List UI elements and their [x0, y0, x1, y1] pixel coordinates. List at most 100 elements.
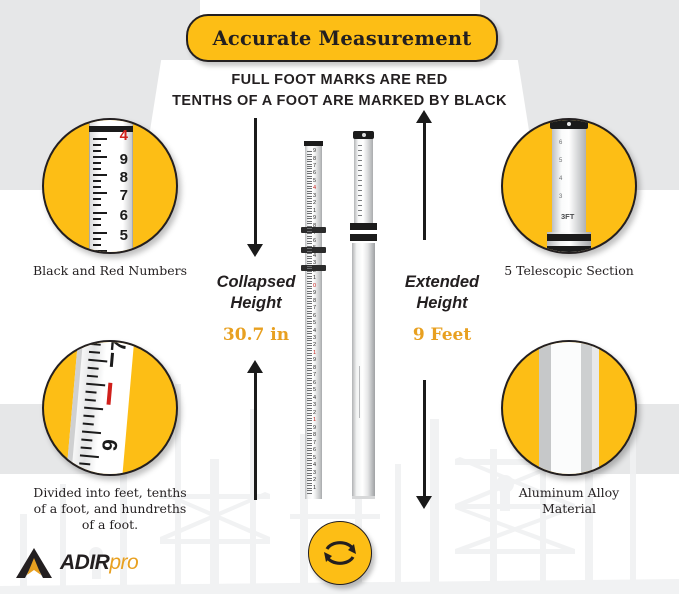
rod-scale-number: 6 [313, 379, 317, 386]
rod-scale-number: 7 [313, 230, 317, 237]
rod-scale-number: 8 [313, 155, 317, 162]
rod-scale-number: 7 [313, 163, 317, 169]
rod-scale-number: 3 [313, 469, 317, 476]
rod-scale-number: 6 [313, 447, 317, 454]
rod-scale-tick [307, 407, 312, 409]
rod-scale-tick [307, 465, 312, 467]
rod-scale-tick [307, 395, 312, 397]
rod-scale-tick [307, 213, 312, 215]
rod-scale-tick [307, 372, 312, 374]
rod-scale-tick [307, 477, 312, 479]
rod-scale-number: 1 [313, 349, 317, 356]
rod-scale-number: 9 [313, 424, 317, 431]
rod-clamp [301, 247, 326, 253]
rod-collar [350, 234, 377, 241]
rod-scale-number: 3 [313, 192, 317, 199]
rod-scale-number: 0 [313, 282, 317, 289]
rod-scale-tick [307, 258, 312, 260]
feature-telescopic-sections: 6 5 4 3 3FT 5 Telescopic Section [469, 118, 669, 279]
rod-scale-tick [307, 285, 312, 287]
rod-scale-tick [307, 175, 312, 177]
rod-scale-tick [307, 253, 312, 255]
rod-scale-tick [307, 265, 312, 267]
rod-scale-tick [307, 335, 312, 337]
rod-scale-tick [307, 492, 312, 494]
rod-scale-tick [358, 215, 362, 216]
rod-scale-tick [307, 352, 312, 354]
arrow-down-icon [414, 380, 434, 510]
rod-scale-tick [358, 185, 362, 186]
rod-scale-tick [358, 180, 362, 181]
rod-scale-tick [307, 193, 312, 195]
rod-scale-tick [307, 238, 312, 240]
ruler-number: 9 [98, 438, 123, 453]
rod-scale-tick [358, 190, 362, 191]
rod-scale-tick [307, 462, 312, 464]
rod-scale-number: 5 [313, 387, 317, 394]
subtitle-line-1: FULL FOOT MARKS ARE RED [231, 72, 448, 88]
rod-scale-tick [307, 417, 312, 419]
caption-line: of a foot. [81, 517, 139, 532]
rod-scale-number: 4 [313, 394, 317, 401]
rod-scale-tick [307, 223, 312, 225]
ruler-closeup-numbers: 4 9 8 7 6 5 [89, 120, 133, 252]
rod-scale-tick [307, 183, 312, 185]
brand-logo: ADIRpro [14, 546, 139, 580]
rod-scale-tick [307, 290, 312, 292]
rod-scale-tick [307, 300, 312, 302]
feature-caption: Black and Red Numbers [10, 263, 210, 279]
rod-scale-tick [307, 240, 312, 242]
rod-scale-tick [307, 490, 312, 491]
rod-scale-tick [307, 170, 312, 172]
rod-scale-number: 3 [313, 335, 317, 341]
rod-scale-number: 8 [313, 364, 317, 371]
rod-scale-tick [307, 355, 312, 357]
rod-scale-tick [358, 175, 362, 176]
rod-scale-tick [307, 310, 312, 312]
rod-scale-tick [307, 362, 312, 364]
rod-scale-tick [307, 305, 312, 307]
value-collapsed-height: 30.7 in [222, 325, 290, 345]
rod-scale-tick [307, 482, 312, 484]
rod-scale-tick [307, 233, 312, 235]
rod-scale-number: 6 [313, 170, 317, 177]
rod-scale-tick [307, 280, 312, 282]
rod-scale-tick [358, 195, 362, 196]
rod-scale-tick [307, 402, 312, 404]
label-line: Height [230, 294, 282, 312]
caption-line: Material [541, 501, 597, 516]
rod-scale-number: 8 [313, 222, 317, 229]
rod-scale-tick [358, 205, 362, 206]
red-foot-mark [106, 382, 113, 405]
value-extended-height: 9 Feet [412, 325, 472, 345]
telescopic-rod-closeup: 6 5 4 3 3FT [547, 120, 591, 252]
subtitle-line-2: TENTHS OF A FOOT ARE MARKED BY BLACK [172, 93, 507, 109]
rod-scale-tick [358, 145, 362, 146]
product-rod-extended [350, 131, 377, 499]
title-banner: Accurate Measurement [186, 14, 498, 62]
rod-scale-number: 4 [313, 252, 317, 259]
caption-line: Divided into feet, tenths [33, 485, 187, 500]
label-extended-height: Extended Height 9 Feet [382, 272, 502, 345]
rod-scale-tick [307, 166, 312, 167]
rod-scale-tick [307, 283, 312, 285]
rod-scale-tick [307, 347, 312, 349]
rod-scale-tick [307, 308, 312, 309]
rod-scale-tick [307, 412, 312, 414]
rod-scale-tick [307, 400, 312, 402]
caption-line: 5 Telescopic Section [504, 263, 634, 278]
rod-scale-tick [307, 161, 312, 162]
rod-scale-number: 9 [313, 357, 317, 364]
rod-scale-tick [307, 215, 312, 217]
feature-black-and-red-numbers: 4 9 8 7 6 5 [10, 118, 210, 279]
rod-scale-tick [307, 323, 312, 324]
brand-name: ADIRpro [60, 551, 139, 575]
rod-scale-tick [307, 268, 312, 270]
rod-scale-tick [307, 190, 312, 192]
rod-scale-number: 5 [313, 245, 317, 252]
swap-arrows-icon [324, 541, 356, 565]
rod-scale-tick [307, 295, 312, 297]
rod-scale-number: 8 [313, 432, 317, 439]
rod-cap-screw [361, 133, 366, 137]
rod-scale-tick [307, 163, 312, 165]
